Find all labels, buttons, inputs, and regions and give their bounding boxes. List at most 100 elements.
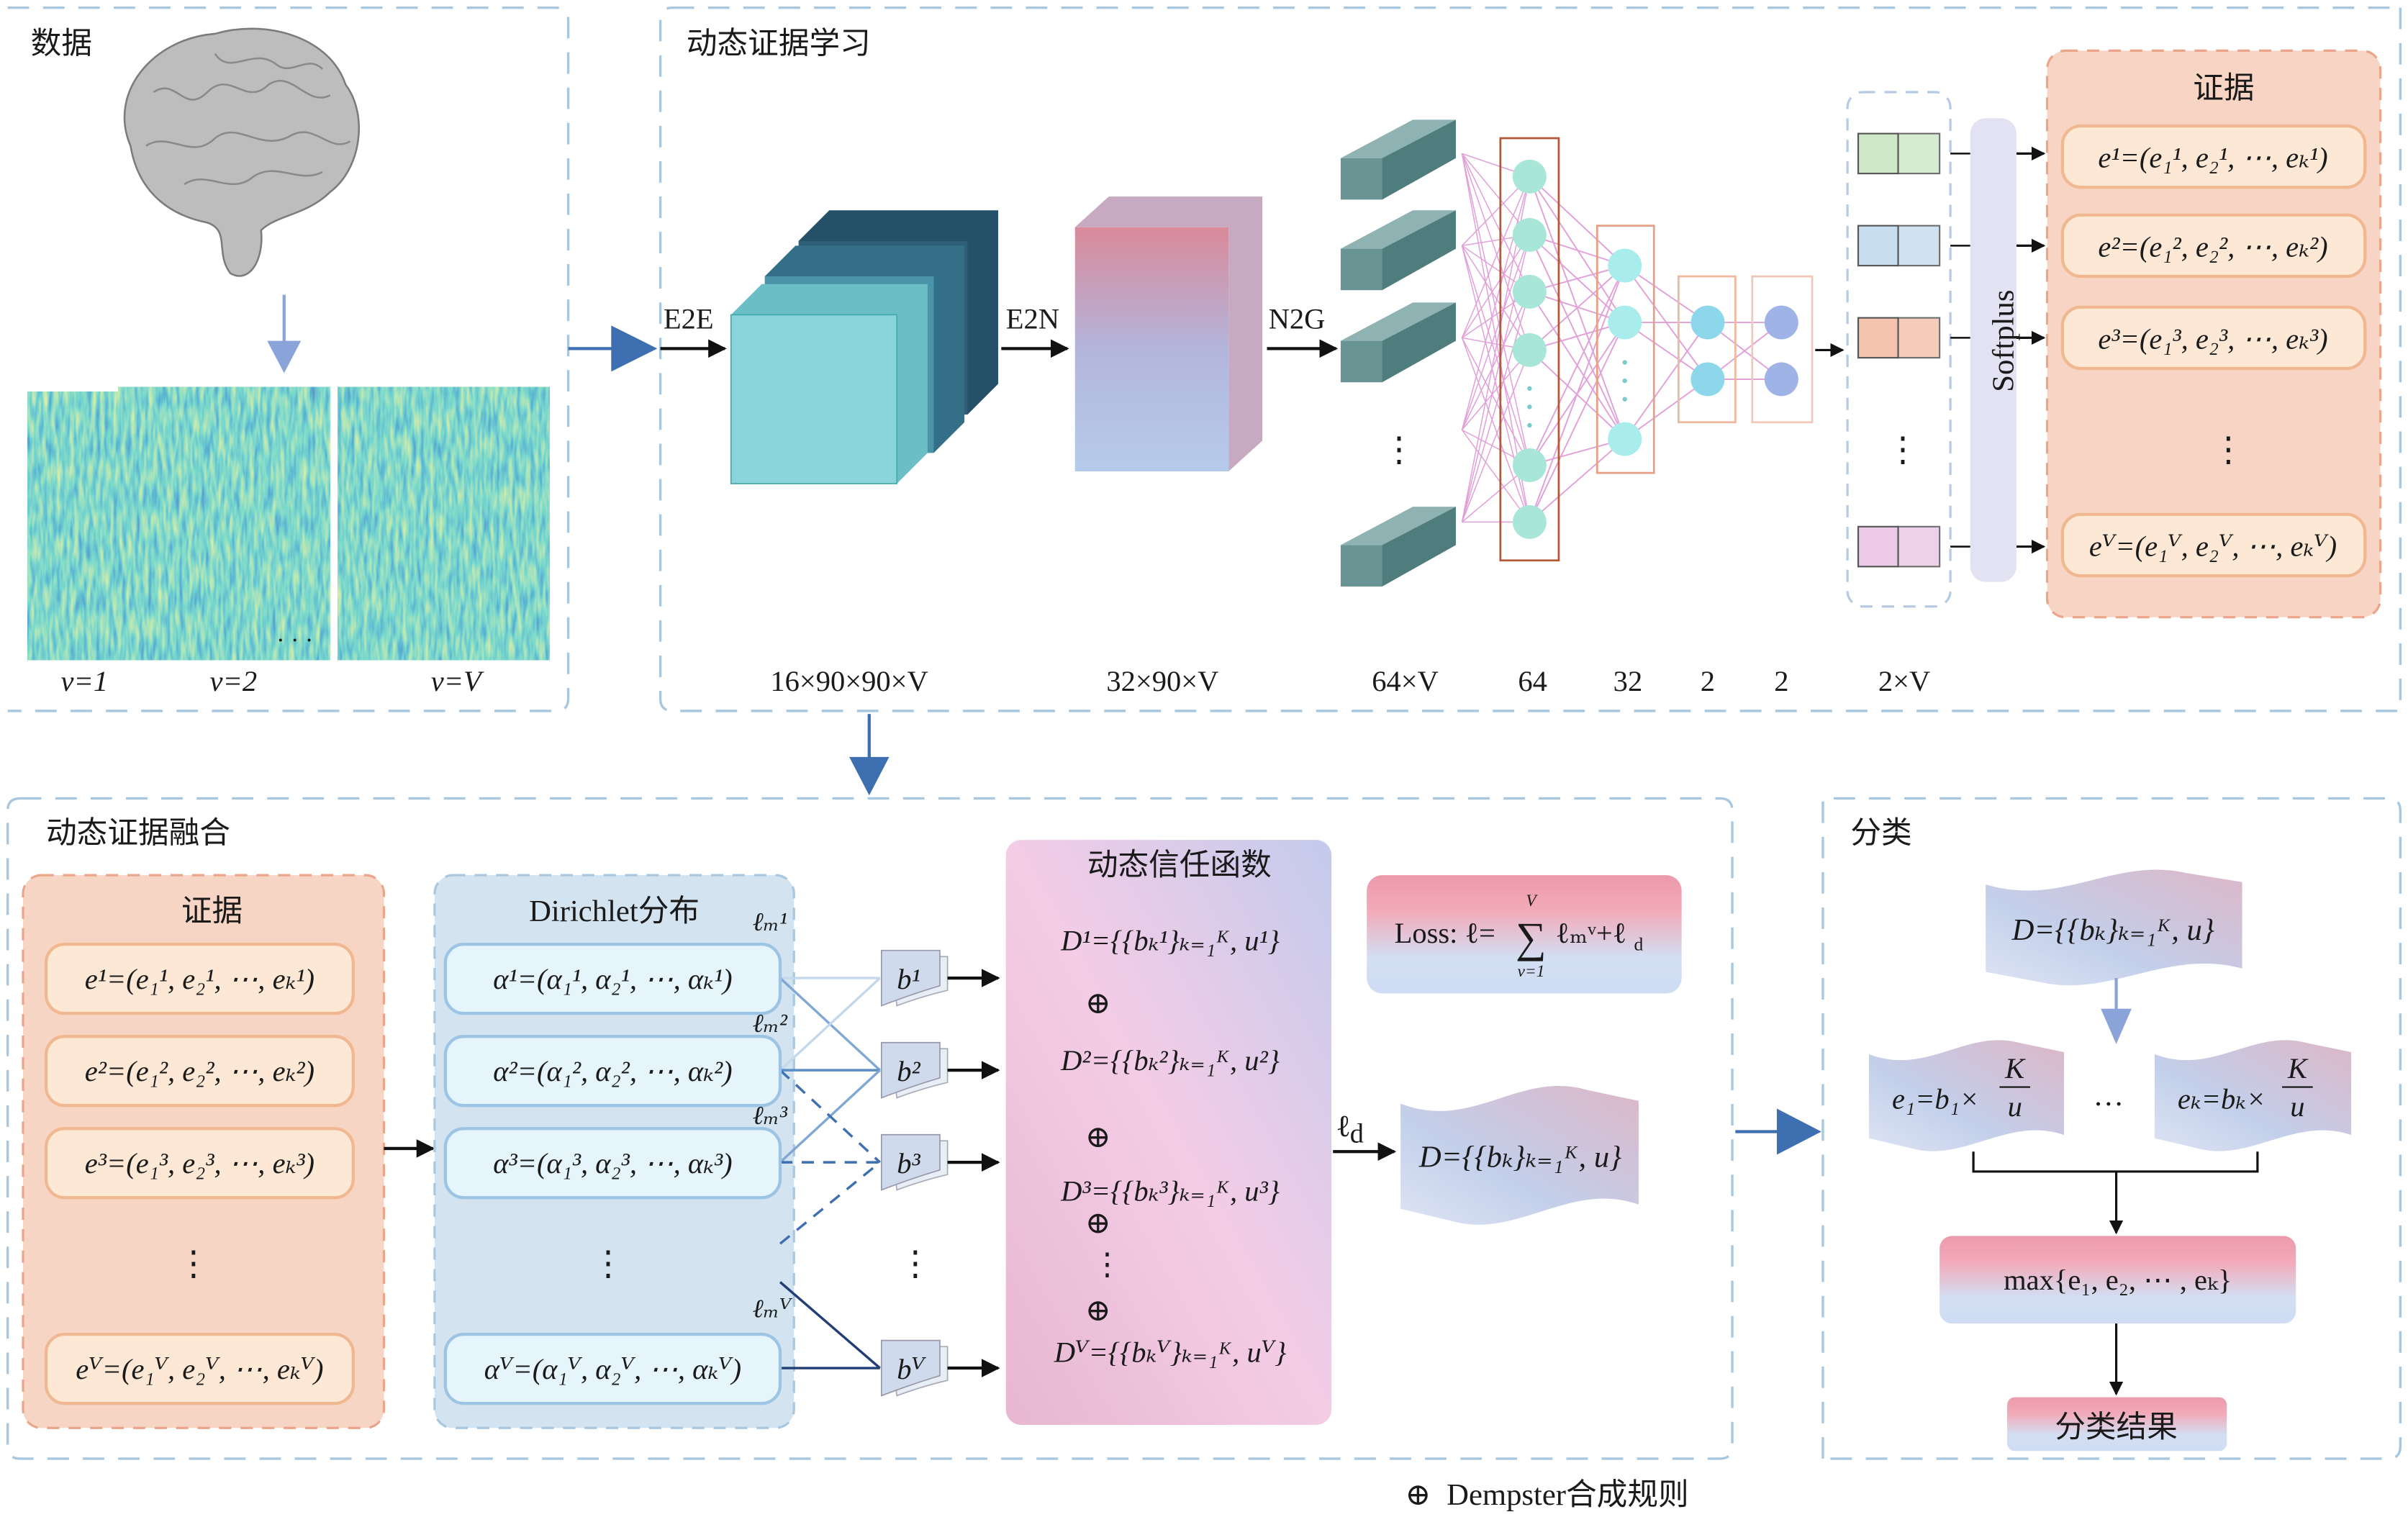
fusion-panel-title: 动态证据融合: [46, 815, 230, 851]
right-arrow-icon: [611, 325, 658, 372]
class-evidence-first-shape: [1868, 1040, 2064, 1151]
learning-panel-title: 动态证据学习: [687, 26, 871, 62]
down-arrow-icon: [849, 756, 890, 796]
trust-function-title: 动态信任函数: [1087, 847, 1272, 883]
op-label-e2e: E2E: [664, 303, 714, 335]
heatmap-view-V: [338, 386, 550, 661]
learning-panel-border: [658, 6, 2402, 712]
fusion-panel: 动态证据融合 证据 ⋮ Dirichlet分布 ⋮ e¹=(e₁¹, e₂¹, …: [6, 797, 1734, 1460]
class-evidence-ellipsis: …: [2094, 1079, 2124, 1113]
fused-loss-label-sub: d: [1350, 1118, 1364, 1149]
dempster-combine-icon: ⊕: [1085, 1294, 1111, 1328]
class-evidence-last: eₖ=bₖ×: [2178, 1082, 2266, 1115]
max-expression: max{e₁, e₂, ⋯ , eₖ}: [2004, 1264, 2232, 1296]
belief-label: b²: [897, 1055, 920, 1087]
graph-feature-bar: [1340, 507, 1456, 587]
evidence-item: eⱽ=(e₁ⱽ, e₂ⱽ, ⋯, eₖⱽ): [2060, 512, 2367, 578]
neuron-node: [1608, 305, 1642, 340]
belief-label: bⱽ: [897, 1353, 926, 1385]
learning-panel: 动态证据学习 E2E E2N N2G ⋮ ⋮ Softplus 证据 e¹: [658, 6, 2402, 712]
classify-panel-border: [1821, 797, 2402, 1460]
evidence-item: e²=(e₁², e₂², ⋯, eₖ²): [2060, 213, 2367, 279]
fusion-evidence-item: e¹=(e₁¹, e₂¹, ⋯, eₖ¹): [44, 943, 355, 1015]
loss-sum-lower: v=1: [1518, 962, 1545, 981]
neuron-node: [1512, 274, 1547, 309]
classify-input-shape: [1986, 869, 2242, 986]
classification-result: 分类结果: [2055, 1409, 2178, 1445]
fusion-panel-border: [6, 797, 1734, 1460]
result-box: [2007, 1397, 2227, 1452]
e2n-feature-block: [1074, 196, 1263, 472]
trust-function-panel: [1005, 840, 1332, 1425]
evidence-formula: eⱽ=(e₁ⱽ, e₂ⱽ, ⋯, eₖⱽ): [76, 1353, 323, 1385]
evidence-output-vector: [1857, 525, 2046, 568]
alpha-formula: α³=(α₁³, α₂³, ⋯, αₖ³): [493, 1147, 732, 1179]
neuron-node: [1512, 332, 1547, 367]
dempster-symbol-icon: ⊕: [1406, 1478, 1431, 1512]
heatmap-view-2: [118, 386, 330, 661]
neuron-node: [1764, 305, 1798, 340]
view-label: v=V: [431, 665, 484, 697]
evidence-formula: e³=(e₁³, e₂³, ⋯, eₖ³): [85, 1147, 314, 1179]
dirichlet-item: α³=(α₁³, α₂³, ⋯, αₖ³): [443, 1127, 782, 1200]
e2e-feature-cubes: [730, 210, 999, 484]
evidence-formula: e²=(e₁², e₂², ⋯, eₖ²): [85, 1055, 314, 1087]
belief-document-icon: b²: [881, 1041, 949, 1099]
fraction-numerator: K: [2004, 1052, 2026, 1084]
evidence-formula: e¹=(e₁¹, e₂¹, ⋯, eₖ¹): [85, 963, 314, 995]
legend-label: Dempster合成规则: [1447, 1478, 1688, 1512]
classify-panel: 分类 D={{bₖ}ₖ₌₁ᴷ, u} e₁=b₁× K u … eₖ=bₖ× K…: [1821, 797, 2402, 1460]
graph-feature-bar: [1340, 302, 1456, 383]
graph-feature-bar: [1340, 119, 1456, 200]
fused-opinion: D={{bₖ}ₖ₌₁ᴷ, u}: [1418, 1141, 1621, 1174]
fusion-evidence-item: eⱽ=(e₁ⱽ, e₂ⱽ, ⋯, eₖⱽ): [44, 1332, 355, 1405]
layer-box: [1751, 275, 1814, 424]
learning-evidence-title: 证据: [2193, 71, 2254, 107]
belief-connections: [779, 977, 881, 1369]
views-ellipsis: · · ·: [276, 627, 313, 653]
fusion-evidence-item: e²=(e₁², e₂², ⋯, eₖ²): [44, 1035, 355, 1108]
dimension-label: 2×V: [1878, 665, 1930, 697]
fraction-numerator: K: [2287, 1052, 2309, 1084]
class-evidence-last-shape: [2154, 1040, 2352, 1151]
fused-opinion-shape: [1400, 1086, 1639, 1225]
trust-ellipsis: ⋮: [1092, 1248, 1123, 1282]
layer-box: [1499, 137, 1560, 562]
op-label-e2n: E2N: [1006, 303, 1059, 335]
evidence-item: e¹=(e₁¹, e₂¹, ⋯, eₖ¹): [2060, 124, 2367, 189]
trust-function-formula: Dⱽ={{bₖⱽ}ₖ₌₁ᴷ, uⱽ}: [1054, 1336, 1287, 1369]
alpha-formula: α²=(α₁², α₂², ⋯, αₖ²): [493, 1055, 732, 1087]
dimension-label: 32: [1613, 665, 1643, 697]
belief-ellipsis: ⋮: [898, 1245, 932, 1282]
trust-function-formula: D³={{bₖ³}ₖ₌₁ᴷ, u³}: [1060, 1174, 1280, 1207]
dempster-combine-icon: ⊕: [1085, 1206, 1111, 1240]
dimension-label: 64×V: [1372, 665, 1439, 697]
neuron-node: [1608, 422, 1642, 456]
dempster-combine-icon: ⊕: [1085, 1120, 1111, 1154]
fused-loss-label: ℓ: [1336, 1110, 1351, 1144]
trust-function-formula: D²={{bₖ²}ₖ₌₁ᴷ, u²}: [1060, 1044, 1280, 1077]
dirichlet-item: αⱽ=(α₁ⱽ, α₂ⱽ, ⋯, αₖⱽ): [443, 1332, 782, 1405]
loss-sum-symbol: ∑: [1516, 914, 1547, 961]
dimension-label: 32×90×V: [1106, 665, 1218, 697]
dimension-label: 2: [1774, 665, 1788, 697]
outputs-ellipsis: ⋮: [1886, 431, 1919, 468]
down-arrow-icon: [2101, 1008, 2132, 1044]
loss-box: Loss: ℓ= ∑ V v=1 ℓₘᵛ+ℓ d: [1367, 875, 1682, 994]
fusion-evidence-item: e³=(e₁³, e₂³, ⋯, eₖ³): [44, 1127, 355, 1200]
data-panel-title: 数据: [31, 26, 92, 62]
dempster-combine-icon: ⊕: [1085, 987, 1111, 1020]
softplus-label: Softplus: [1987, 290, 2021, 392]
dirichlet-title: Dirichlet分布: [529, 895, 700, 928]
class-evidence-first: e₁=b₁×: [1892, 1082, 1979, 1115]
dimension-label: 2: [1701, 665, 1715, 697]
dimension-label: 64: [1518, 665, 1547, 697]
layer-box: [1677, 275, 1737, 424]
right-arrow-icon: [1776, 1108, 1821, 1155]
loss-prefix: Loss: ℓ=: [1395, 917, 1495, 949]
dirichlet-item: α¹=(α₁¹, α₂¹, ⋯, αₖ¹): [443, 943, 782, 1015]
fmri-heatmaps: [27, 386, 550, 661]
merge-connector: [1972, 1151, 2259, 1233]
